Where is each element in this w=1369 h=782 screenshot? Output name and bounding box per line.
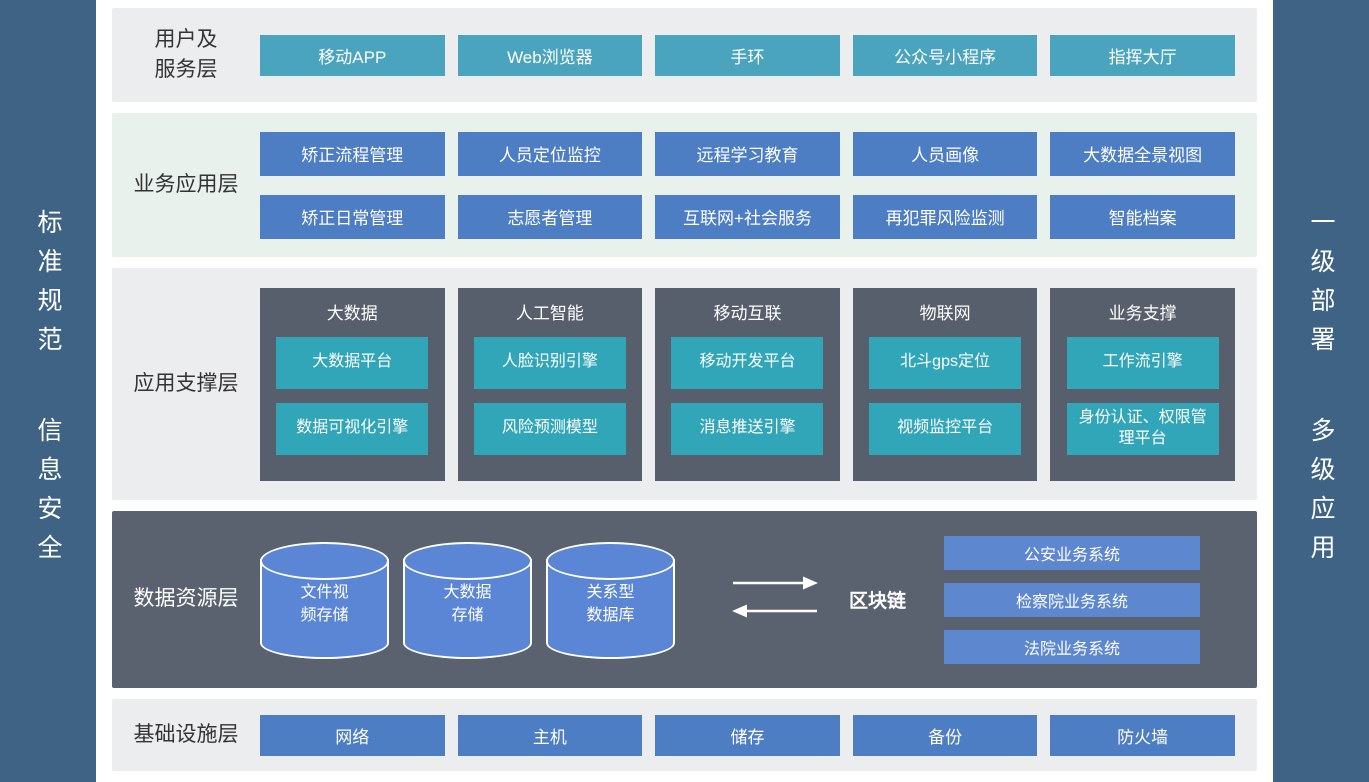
node-bigdata-panorama: 大数据全景视图 [1050, 131, 1235, 176]
node-data-viz-engine: 数据可视化引擎 [276, 402, 429, 455]
left-sidebar: 标准规范 信息安全 [0, 0, 96, 782]
cylinder-bigdata-storage-label: 大数据存储 [443, 583, 492, 624]
node-court-system: 法院业务系统 [944, 629, 1201, 664]
node-bracelet: 手环 [655, 34, 840, 76]
node-firewall: 防火墙 [1050, 714, 1235, 756]
left-sidebar-text-top: 标准规范 [34, 209, 62, 365]
layer-business-application: 业务应用层 矫正流程管理 人员定位监控 远程学习教育 人员画像 大数据全景视图 … [112, 113, 1257, 257]
cylinder-bigdata-storage: 大数据存储 [403, 541, 532, 659]
business-row-2: 矫正日常管理 志愿者管理 互联网+社会服务 再犯罪风险监测 智能档案 [260, 194, 1257, 239]
node-workflow-engine: 工作流引擎 [1066, 336, 1219, 389]
card-iot: 物联网 北斗gps定位 视频监控平台 [852, 287, 1038, 481]
business-row-1: 矫正流程管理 人员定位监控 远程学习教育 人员画像 大数据全景视图 [260, 131, 1257, 176]
node-recidivism-risk-monitor: 再犯罪风险监测 [852, 194, 1038, 239]
node-host: 主机 [457, 714, 643, 756]
cylinder-file-video-storage-label: 文件视频存储 [300, 583, 349, 624]
layer-infra-label: 基础设施层 [133, 722, 239, 746]
node-message-push-engine: 消息推送引擎 [671, 402, 824, 455]
card-ai-title: 人工智能 [515, 303, 584, 323]
node-procuratorate-system: 检察院业务系统 [944, 582, 1201, 617]
node-mobile-dev-platform: 移动开发平台 [671, 336, 824, 389]
left-sidebar-text-bottom: 信息安全 [34, 417, 62, 573]
node-bigdata-platform: 大数据平台 [276, 336, 429, 389]
node-web-browser: Web浏览器 [457, 34, 643, 76]
node-personnel-profile: 人员画像 [852, 131, 1038, 176]
right-sidebar: 一级部署 多级应用 [1273, 0, 1369, 782]
node-wechat-miniprogram: 公众号小程序 [852, 34, 1038, 76]
node-command-hall: 指挥大厅 [1050, 34, 1235, 76]
node-smart-archive: 智能档案 [1050, 194, 1235, 239]
cylinder-relational-db: 关系型数据库 [546, 541, 675, 659]
layer-user-label-line1: 用户及 [154, 27, 218, 51]
node-correction-daily-mgmt: 矫正日常管理 [260, 194, 445, 239]
right-sidebar-text-bottom: 多级应用 [1307, 417, 1335, 573]
node-volunteer-mgmt: 志愿者管理 [457, 194, 643, 239]
user-service-buttons: 移动APP Web浏览器 手环 公众号小程序 指挥大厅 [260, 34, 1257, 76]
card-mobile-internet-title: 移动互联 [713, 303, 782, 323]
card-iot-title: 物联网 [919, 303, 971, 323]
layer-user-service-label: 用户及 服务层 [112, 25, 260, 86]
card-mobile-internet: 移动互联 移动开发平台 消息推送引擎 [655, 287, 840, 481]
infra-buttons: 网络 主机 储存 备份 防火墙 [260, 714, 1257, 756]
card-business-support: 业务支撑 工作流引擎 身份认证、权限管理平台 [1050, 287, 1235, 481]
layer-user-label-line2: 服务层 [154, 58, 218, 81]
node-mobile-app: 移动APP [260, 34, 445, 76]
node-risk-prediction-model: 风险预测模型 [473, 402, 626, 455]
node-video-surveillance-platform: 视频监控平台 [869, 402, 1022, 455]
layer-business-label: 业务应用层 [133, 172, 239, 196]
node-identity-auth-platform: 身份认证、权限管理平台 [1066, 402, 1219, 455]
business-button-rows: 矫正流程管理 人员定位监控 远程学习教育 人员画像 大数据全景视图 矫正日常管理… [260, 131, 1257, 239]
layer-data-resource: 数据资源层 文件视频存储 大数据存储 关系型数据库 [112, 511, 1257, 688]
blockchain-label: 区块链 [849, 591, 907, 612]
support-cards: 大数据 大数据平台 数据可视化引擎 人工智能 人脸识别引擎 风险预测模型 移动互… [260, 287, 1257, 481]
data-exchange-arrows-icon [731, 571, 819, 628]
cylinder-file-video-storage: 文件视频存储 [260, 541, 389, 659]
card-ai: 人工智能 人脸识别引擎 风险预测模型 [457, 287, 643, 481]
storage-cylinders: 文件视频存储 大数据存储 关系型数据库 [260, 541, 675, 659]
node-storage: 储存 [655, 714, 840, 756]
cylinder-relational-db-label: 关系型数据库 [586, 583, 635, 624]
layer-application-support: 应用支撑层 大数据 大数据平台 数据可视化引擎 人工智能 人脸识别引擎 风险预测… [112, 268, 1257, 500]
node-personnel-location-monitor: 人员定位监控 [457, 131, 643, 176]
node-police-system: 公安业务系统 [944, 535, 1201, 570]
node-network: 网络 [260, 714, 445, 756]
right-sidebar-text-top: 一级部署 [1307, 209, 1335, 365]
main-content: 用户及 服务层 移动APP Web浏览器 手环 公众号小程序 指挥大厅 业务应用… [96, 0, 1273, 782]
layer-support-label: 应用支撑层 [133, 371, 239, 395]
node-correction-process-mgmt: 矫正流程管理 [260, 131, 445, 176]
card-business-support-title: 业务支撑 [1108, 303, 1177, 323]
layer-user-service: 用户及 服务层 移动APP Web浏览器 手环 公众号小程序 指挥大厅 [112, 8, 1257, 102]
card-bigdata: 大数据 大数据平台 数据可视化引擎 [260, 287, 445, 481]
node-backup: 备份 [852, 714, 1038, 756]
external-systems: 公安业务系统 检察院业务系统 法院业务系统 [944, 535, 1201, 664]
node-internet-social-service: 互联网+社会服务 [655, 194, 840, 239]
node-face-recognition-engine: 人脸识别引擎 [473, 336, 626, 389]
node-beidou-gps: 北斗gps定位 [869, 336, 1022, 389]
layer-infrastructure: 基础设施层 网络 主机 储存 备份 防火墙 [112, 699, 1257, 771]
layer-data-label: 数据资源层 [133, 587, 239, 611]
node-remote-learning: 远程学习教育 [655, 131, 840, 176]
card-bigdata-title: 大数据 [326, 303, 378, 323]
